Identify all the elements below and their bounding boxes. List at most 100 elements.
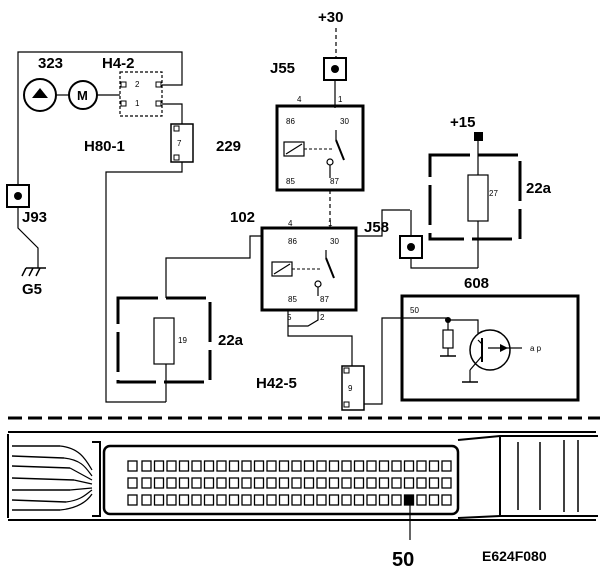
connector-pin xyxy=(391,477,402,489)
connector-pin xyxy=(127,477,138,489)
connector-pin xyxy=(291,477,302,489)
connector-pin xyxy=(416,460,427,472)
pin-r2-86: 86 xyxy=(288,237,297,246)
terminal-plus15 xyxy=(474,132,483,141)
relay-symbol xyxy=(283,130,345,178)
connector-pin xyxy=(166,477,177,489)
connector-pin xyxy=(341,494,352,506)
pin-r2-5: 5 xyxy=(287,313,292,322)
connector-pin xyxy=(316,494,327,506)
connector-pin xyxy=(228,460,240,472)
connector-pin xyxy=(253,477,265,489)
connector-pin xyxy=(366,460,377,472)
connector-h80-1: 7 xyxy=(170,123,194,163)
pin-ecu-50: 50 xyxy=(410,306,419,315)
connector-pin xyxy=(141,460,152,472)
wire-r2-86-to-fuse19 xyxy=(165,235,262,298)
connector-pin xyxy=(441,494,452,506)
connector-pin xyxy=(366,477,377,489)
connector-pin xyxy=(353,477,365,489)
connector-pin xyxy=(353,494,365,506)
connector-pin xyxy=(203,460,215,472)
label-plus30: +30 xyxy=(318,9,343,26)
connector-h42-5: 9 xyxy=(341,365,365,411)
connector-pin xyxy=(216,460,227,472)
connector-pin xyxy=(391,494,402,506)
label-h42-5: H42-5 xyxy=(256,375,297,392)
connector-pin xyxy=(191,477,202,489)
connector-pin xyxy=(228,494,240,506)
ecu-box: 50 a p xyxy=(400,294,580,402)
connector-pin xyxy=(416,494,427,506)
relay-2: 4 1 86 30 85 87 xyxy=(260,219,358,312)
connector-pin xyxy=(216,477,227,489)
wire-h4-2-to-j93 xyxy=(17,51,183,185)
wire-r2-87 xyxy=(288,310,319,327)
connector-pin xyxy=(403,460,415,472)
label-plus15: +15 xyxy=(450,114,475,131)
connector-pin xyxy=(253,494,265,506)
label-50: 50 xyxy=(392,549,414,571)
connector-pin xyxy=(178,477,190,489)
connector-pin xyxy=(391,460,402,472)
connector-pin xyxy=(378,477,390,489)
svg-text:M: M xyxy=(77,88,88,103)
label-22a-left: 22a xyxy=(218,332,244,349)
connector-pin xyxy=(153,460,165,472)
label-j58: J58 xyxy=(364,219,389,236)
connector-pin xyxy=(266,477,277,489)
label-ref-code: E624F080 xyxy=(482,548,547,564)
connector-pin xyxy=(278,494,290,506)
connector-pin xyxy=(241,477,252,489)
connector-pin xyxy=(278,477,290,489)
connector-pin xyxy=(341,477,352,489)
pin-r1-30: 30 xyxy=(340,117,349,126)
connector-pin xyxy=(428,477,440,489)
pin-h80-7: 7 xyxy=(177,139,182,148)
label-h80-1: H80-1 xyxy=(84,138,125,155)
connector-pin xyxy=(403,494,415,506)
wire-h80-to-fuse19 xyxy=(105,162,183,403)
pin-r2-1: 1 xyxy=(328,219,333,228)
connector-608 xyxy=(399,235,423,259)
connector-pin xyxy=(303,477,315,489)
connector-pin xyxy=(328,460,340,472)
pin-r2-85: 85 xyxy=(288,295,297,304)
label-g5: G5 xyxy=(22,281,42,298)
connector-pin xyxy=(328,477,340,489)
label-323: 323 xyxy=(38,55,63,72)
connector-pin xyxy=(203,477,215,489)
connector-pin xyxy=(278,460,290,472)
connector-pin xyxy=(228,477,240,489)
label-229: 229 xyxy=(216,138,241,155)
transistor-symbol xyxy=(462,329,522,383)
pin-r1-86: 86 xyxy=(286,117,295,126)
connector-pin xyxy=(141,494,152,506)
connector-pin xyxy=(341,460,352,472)
pin-r1-87: 87 xyxy=(330,177,339,186)
connector-pin xyxy=(316,460,327,472)
connector-pin xyxy=(141,477,152,489)
connector-pin xyxy=(441,477,452,489)
connector-pin xyxy=(191,460,202,472)
connector-pin xyxy=(127,460,138,472)
connector-pin xyxy=(303,494,315,506)
connector-pin xyxy=(328,494,340,506)
wire-r2-to-608 xyxy=(356,209,410,237)
wire-h4-1-to-h80 xyxy=(162,103,183,124)
connector-pin xyxy=(403,477,415,489)
pin-r2-4: 4 xyxy=(288,219,293,228)
wire-j93-ground xyxy=(17,207,39,268)
connector-pin xyxy=(203,494,215,506)
pin-r1-1: 1 xyxy=(338,95,343,104)
pin-r1-4: 4 xyxy=(297,95,302,104)
connector-pin xyxy=(266,494,277,506)
connector-pin xyxy=(241,460,252,472)
label-h4-2: H4-2 xyxy=(102,55,135,72)
pin-h4-1: 1 xyxy=(135,99,140,108)
connector-pin xyxy=(303,460,315,472)
pin-r1-85: 85 xyxy=(286,177,295,186)
label-j55: J55 xyxy=(270,60,295,77)
relay-symbol xyxy=(271,250,335,296)
